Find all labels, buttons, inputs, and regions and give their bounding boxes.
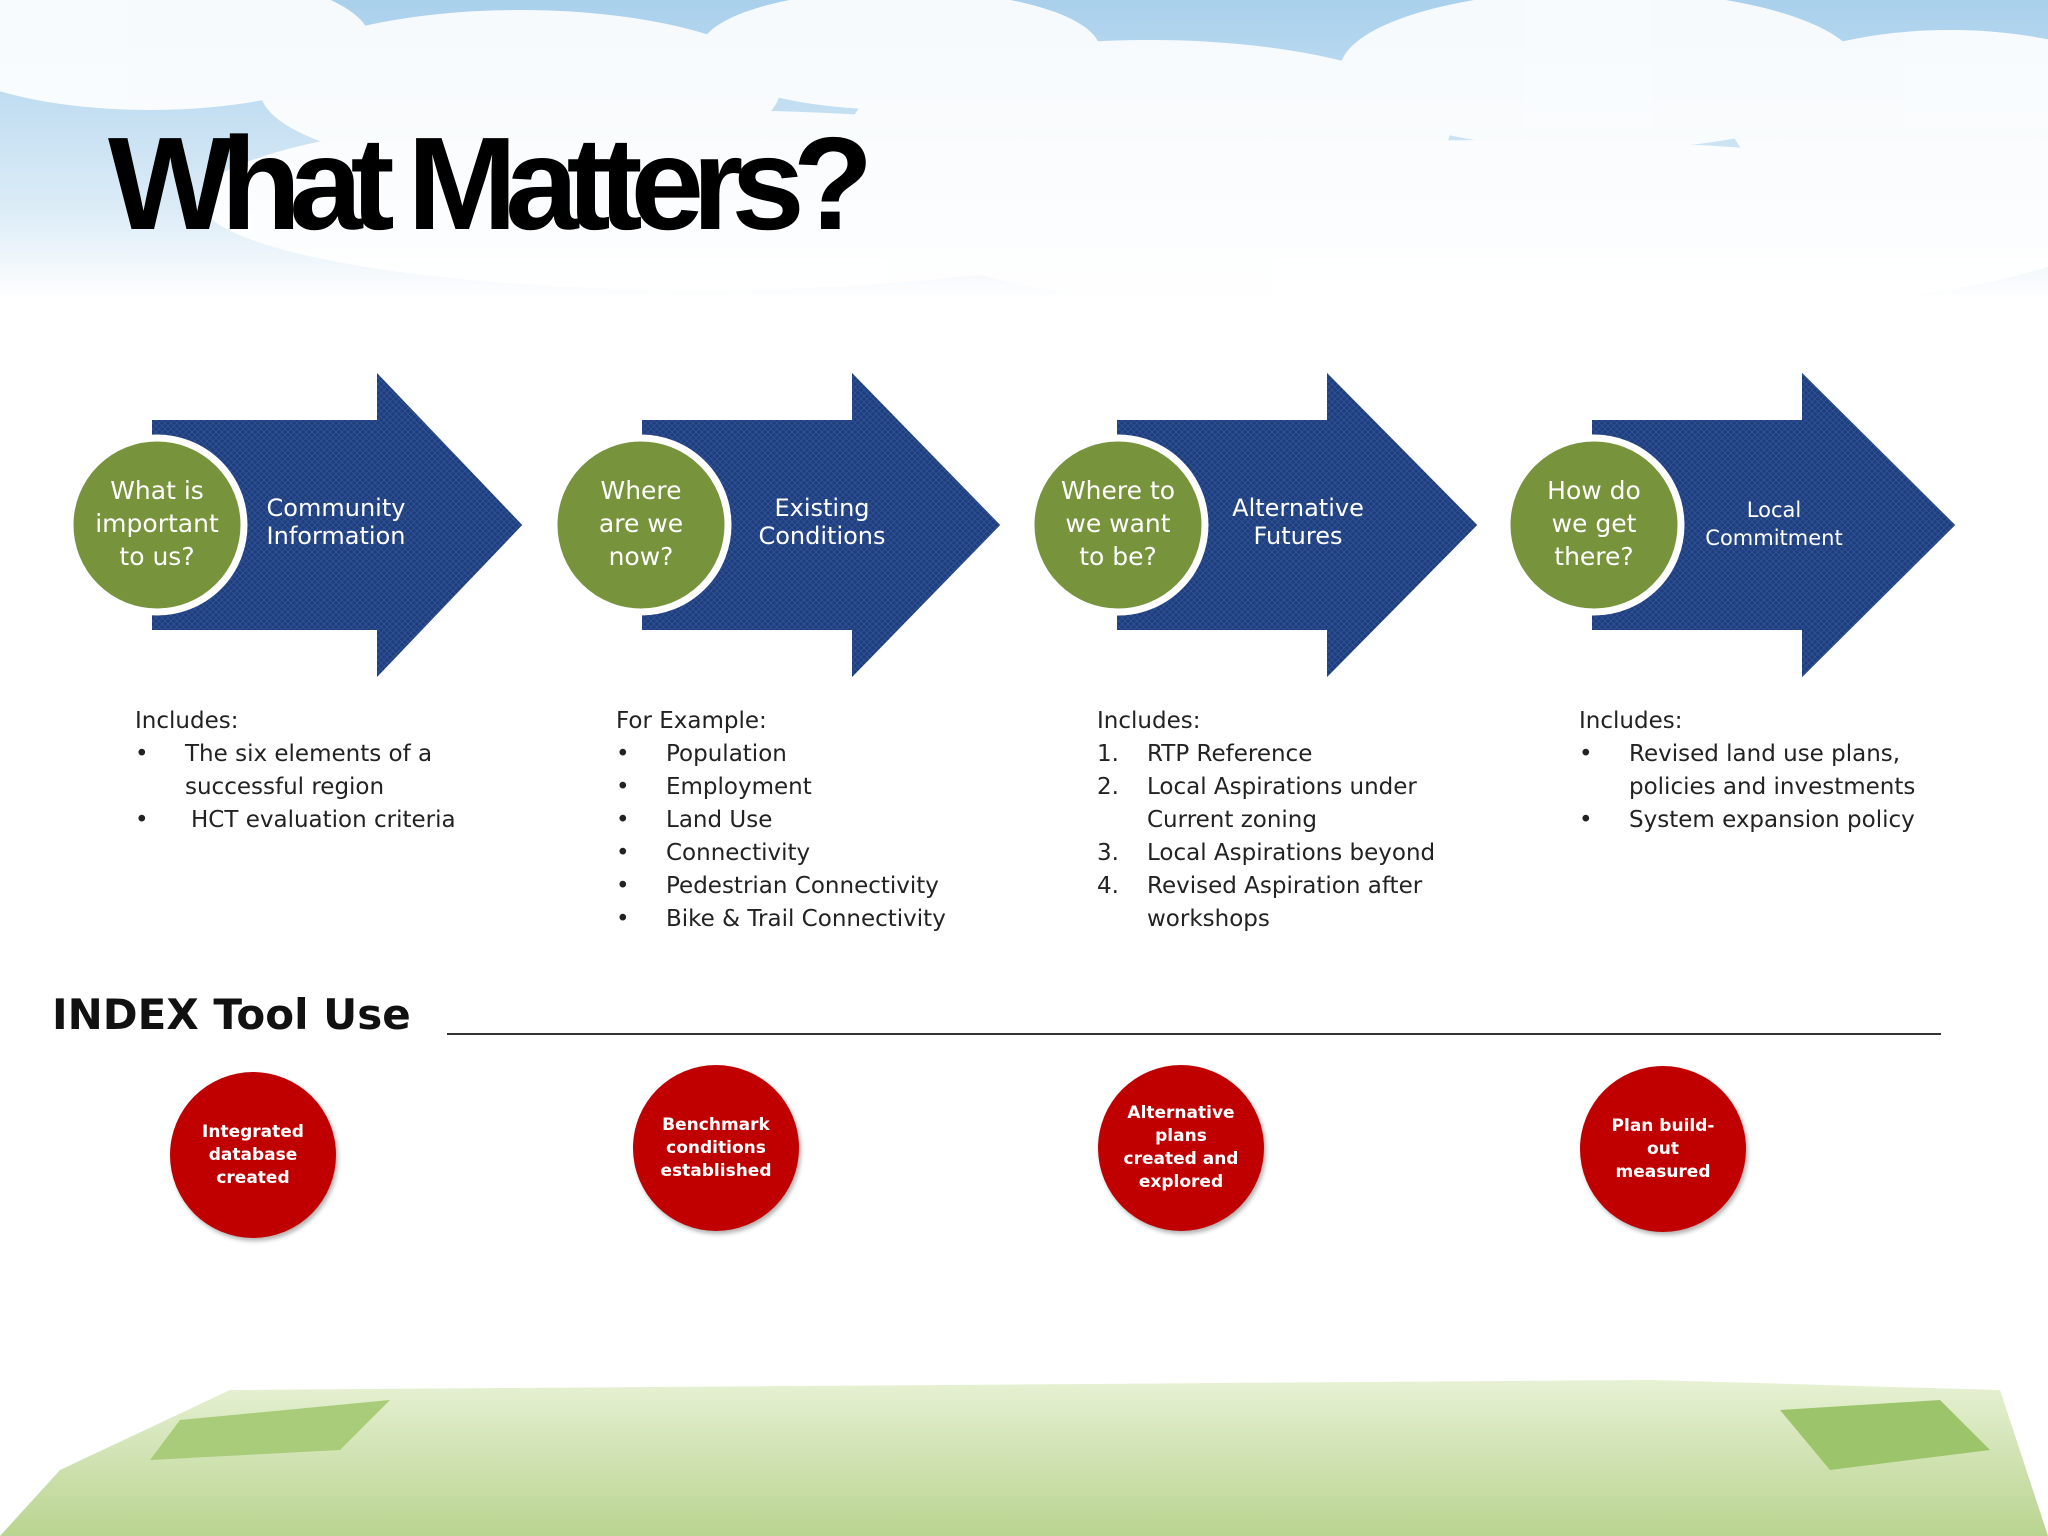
list-item: •System expansion policy bbox=[1579, 807, 1915, 833]
list-item: 1.RTP Reference bbox=[1097, 741, 1313, 767]
list-item: 3.Local Aspirations beyond bbox=[1097, 840, 1436, 866]
step-description-2: For Example: •Population •Employment •La… bbox=[616, 705, 976, 936]
outcome-circle-4: Plan build-out measured bbox=[1580, 1066, 1746, 1232]
list-item: •Population bbox=[616, 741, 787, 767]
description-heading: For Example: bbox=[616, 708, 767, 734]
question-circle-2 bbox=[550, 434, 732, 616]
list-item: •Revised land use plans, policies and in… bbox=[1579, 741, 1916, 800]
list-item: •HCT evaluation criteria bbox=[135, 807, 456, 833]
step-description-1: Includes: •The six elements of a success… bbox=[135, 705, 475, 837]
arrow-1 bbox=[66, 363, 528, 687]
list-item: 2.Local Aspirations under Current zoning bbox=[1097, 774, 1417, 833]
outcome-circle-1: Integrated database created bbox=[170, 1072, 336, 1238]
index-divider bbox=[447, 1033, 1941, 1035]
grass-field bbox=[0, 1380, 2048, 1536]
arrow-3 bbox=[1027, 363, 1483, 687]
list-item: 4.Revised Aspiration after workshops bbox=[1097, 873, 1423, 932]
question-circle-3 bbox=[1027, 434, 1209, 616]
step-description-4: Includes: •Revised land use plans, polic… bbox=[1579, 705, 1944, 837]
list-item: •Bike & Trail Connectivity bbox=[616, 906, 946, 932]
list-item: •Employment bbox=[616, 774, 812, 800]
list-item: •Land Use bbox=[616, 807, 773, 833]
description-heading: Includes: bbox=[135, 708, 239, 734]
question-circle-4 bbox=[1503, 434, 1685, 616]
clouds bbox=[0, 0, 2048, 320]
process-flow bbox=[66, 363, 1961, 687]
grass-patch bbox=[1780, 1400, 1990, 1470]
outcome-circle-2: Benchmark conditions established bbox=[633, 1065, 799, 1231]
outcome-circle-3: Alternative plans created and explored bbox=[1098, 1065, 1264, 1231]
description-heading: Includes: bbox=[1097, 708, 1201, 734]
arrow-2 bbox=[550, 363, 1006, 687]
description-heading: Includes: bbox=[1579, 708, 1683, 734]
grass-patch bbox=[150, 1400, 390, 1460]
question-circle-1 bbox=[66, 434, 248, 616]
page-title: What Matters? bbox=[108, 110, 873, 257]
step-description-3: Includes: 1.RTP Reference 2.Local Aspira… bbox=[1097, 705, 1442, 936]
list-item: •Connectivity bbox=[616, 840, 811, 866]
list-item: •Pedestrian Connectivity bbox=[616, 873, 939, 899]
list-item: •The six elements of a successful region bbox=[135, 741, 433, 800]
arrow-4 bbox=[1503, 363, 1961, 687]
index-tool-heading: INDEX Tool Use bbox=[52, 990, 411, 1039]
